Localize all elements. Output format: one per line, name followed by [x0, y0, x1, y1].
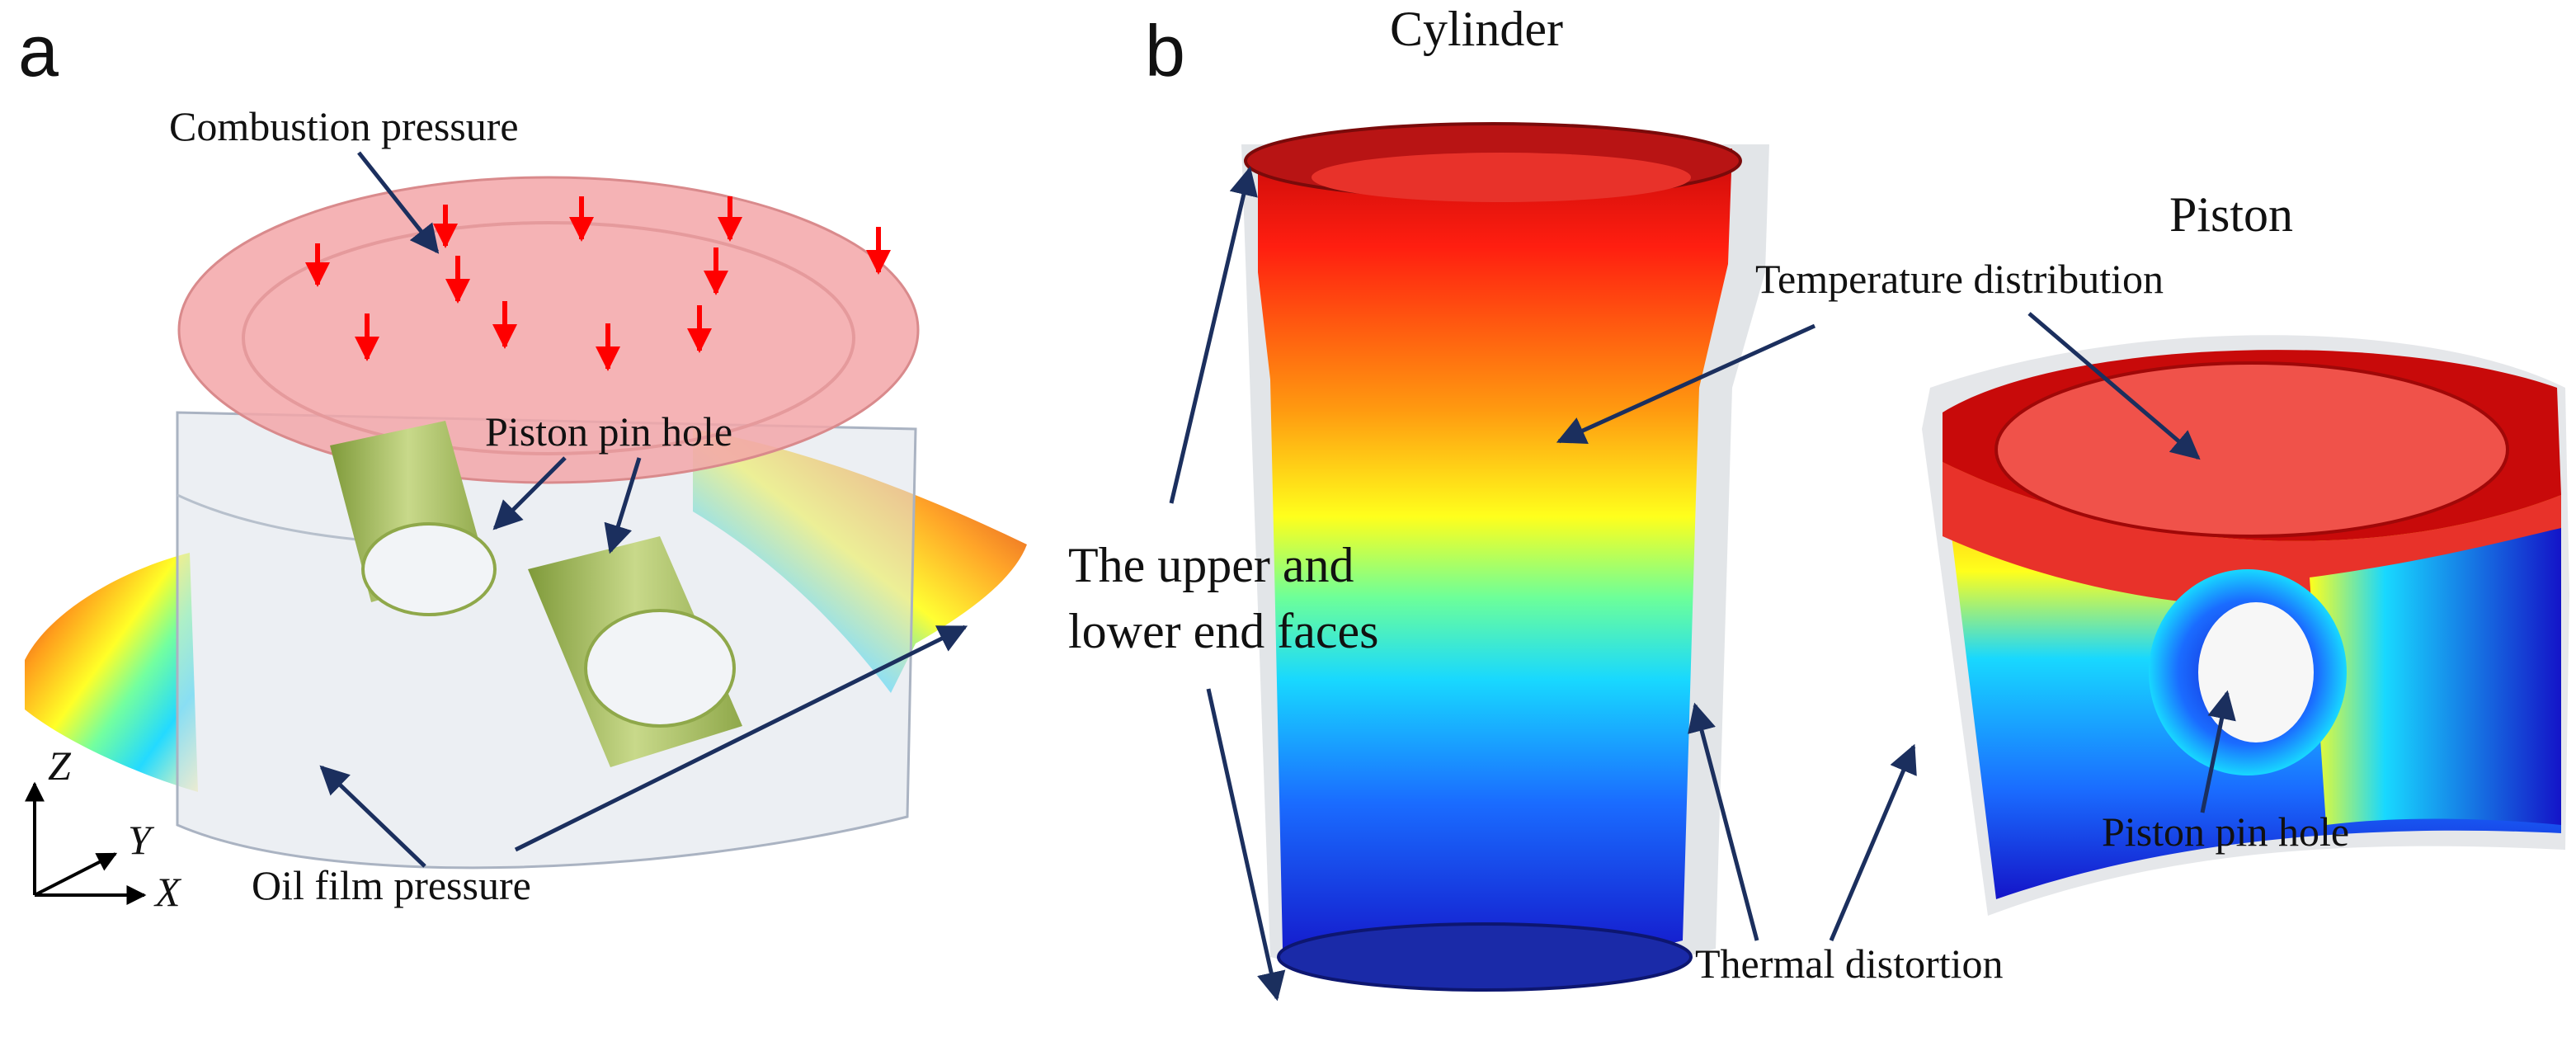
leader-end-face-lower — [1206, 688, 1286, 1002]
y-axis-label: Y — [128, 817, 155, 863]
oil-film-band-left — [25, 553, 198, 792]
coordinate-axes: Z Y X — [25, 742, 182, 915]
leader-temperature-cylinder — [1556, 323, 1816, 444]
label-thermal-distortion: Thermal distortion — [1695, 940, 2004, 987]
piston-model-b — [1922, 335, 2569, 916]
pin-hole-right-a — [528, 536, 742, 767]
cylinder-body — [1258, 148, 1732, 967]
leader-temperature-piston — [2027, 312, 2201, 460]
crown-ring-a — [242, 221, 855, 455]
label-piston: Piston — [2169, 187, 2293, 242]
leader-thermal-distortion-piston — [1829, 743, 1917, 941]
leader-oil-right — [514, 625, 968, 852]
piston-pin-hole-inner — [2198, 602, 2314, 742]
y-axis — [34, 852, 118, 897]
label-combustion-pressure: Combustion pressure — [169, 103, 519, 149]
label-end-faces-line2: lower end faces — [1068, 604, 1378, 658]
label-piston-pin-hole-b: Piston pin hole — [2102, 808, 2349, 855]
label-end-faces-line1: The upper and — [1068, 538, 1354, 592]
leader-combustion — [357, 151, 440, 254]
piston-crown-a — [177, 176, 920, 484]
panel-a: a — [18, 10, 1027, 915]
cylinder-model — [1241, 122, 1769, 992]
panel-a-letter: a — [18, 10, 59, 92]
panel-b: b Cylinder Piston Temperature distributi… — [1068, 2, 2569, 1002]
x-axis-label: X — [153, 869, 182, 915]
leader-pin-hole-b — [2200, 690, 2236, 813]
piston-crown-bowl — [1994, 361, 2509, 538]
combustion-pressure-arrows — [305, 196, 891, 371]
label-piston-pin-hole-a: Piston pin hole — [485, 408, 732, 455]
leader-pin-hole-left — [492, 456, 567, 530]
z-axis-label: Z — [48, 742, 72, 789]
label-oil-film-pressure: Oil film pressure — [252, 862, 531, 908]
pin-hole-left-a — [330, 421, 497, 616]
cylinder-top-inner — [1312, 153, 1691, 202]
panel-b-letter: b — [1145, 10, 1185, 92]
leader-end-face-upper — [1169, 166, 1258, 504]
leader-oil-left — [319, 765, 426, 868]
label-cylinder: Cylinder — [1390, 2, 1563, 56]
label-temperature-distribution: Temperature distribution — [1755, 256, 2164, 302]
leader-thermal-distortion-cylinder — [1688, 702, 1759, 941]
leader-pin-hole-right — [604, 457, 642, 554]
piston-side-wall — [2310, 528, 2561, 825]
cylinder-bottom-rim — [1277, 922, 1693, 992]
